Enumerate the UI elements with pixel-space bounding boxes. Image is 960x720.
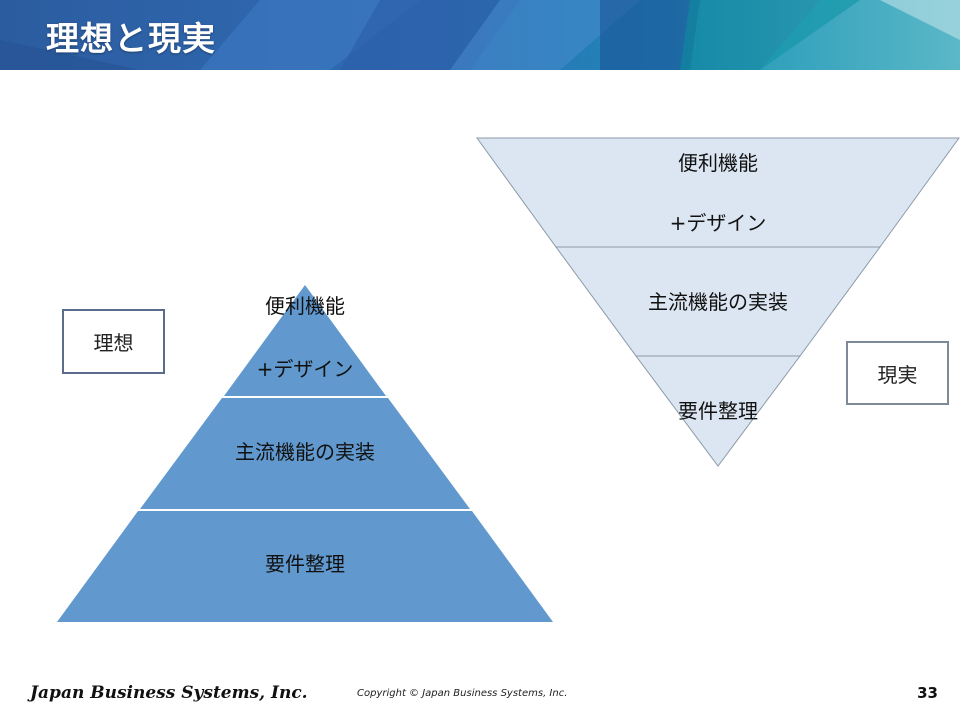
reality-middle-text: 主流機能の実装 <box>648 290 788 314</box>
ideal-bottom-text: 要件整理 <box>265 552 345 576</box>
reality-label-box: 現実 <box>846 341 949 405</box>
header-background-art <box>0 0 960 70</box>
ideal-pyramid <box>57 285 553 622</box>
company-logo-text: Japan Business Systems, Inc. <box>30 683 308 703</box>
copyright-text: Copyright © Japan Business Systems, Inc. <box>357 688 568 699</box>
reality-bottom-text: 要件整理 <box>678 399 758 423</box>
ideal-top-text-line2: +デザイン <box>256 357 354 381</box>
ideal-layer-bottom <box>57 511 553 622</box>
reality-pyramid <box>476 137 960 467</box>
header-banner: 理想と現実 <box>0 0 960 70</box>
ideal-layer-middle <box>140 398 470 509</box>
ideal-layer-top <box>224 285 386 396</box>
reality-top-text-line2: +デザイン <box>669 211 767 235</box>
ideal-label-box: 理想 <box>62 309 165 374</box>
ideal-middle-text: 主流機能の実装 <box>235 440 375 464</box>
page-number: 33 <box>917 684 938 702</box>
slide-title: 理想と現実 <box>46 19 216 58</box>
ideal-top-text-line1: 便利機能 <box>265 294 345 318</box>
reality-top-text-line1: 便利機能 <box>678 151 758 175</box>
reality-layer-bottom <box>635 355 801 467</box>
